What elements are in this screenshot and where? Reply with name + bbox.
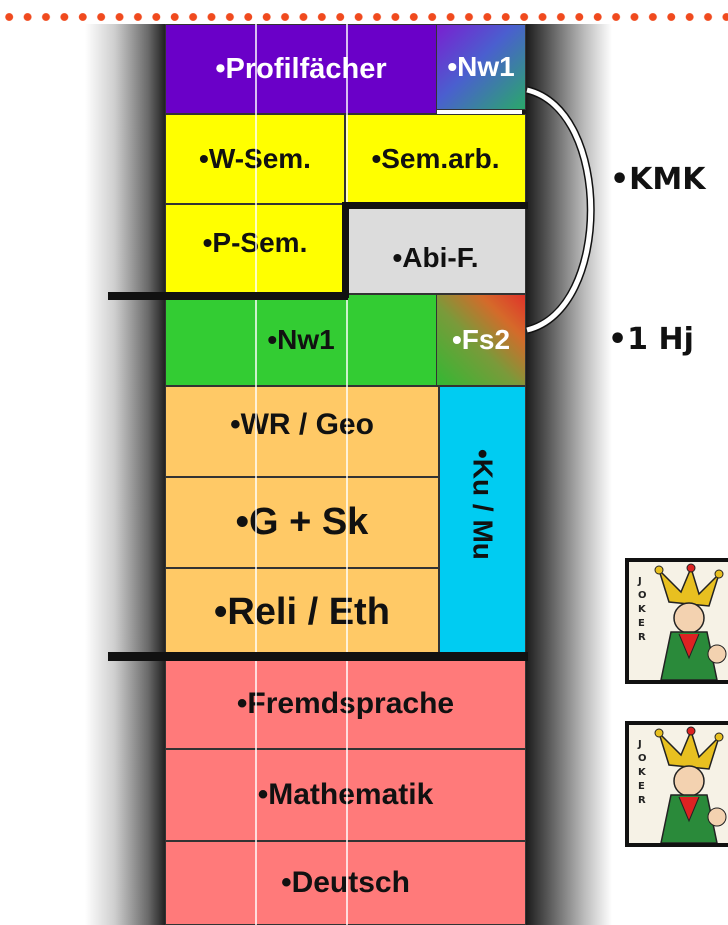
sem-arb-cell: •Sem.arb.	[345, 114, 526, 204]
fs2-cell: •Fs2	[436, 294, 526, 386]
svg-text:J: J	[637, 739, 642, 750]
left-shadow	[85, 24, 169, 925]
joker-icon: J O K E R	[637, 726, 727, 843]
separator-line	[108, 292, 348, 300]
guide-line	[255, 24, 257, 925]
svg-text:K: K	[638, 767, 647, 778]
kmk-label: •KMK	[610, 162, 706, 197]
ku-mu-label: •Ku / Mu	[467, 449, 499, 560]
svg-text:E: E	[638, 781, 645, 792]
joker-card: J O K E R	[625, 558, 728, 684]
fremdsprache-cell: •Fremdsprache	[165, 659, 526, 749]
wr-geo-cell: •WR / Geo	[165, 386, 439, 477]
profilfaecher-cell: •Profilfächer	[165, 24, 437, 114]
hj-label: •1 Hj	[608, 322, 694, 357]
joker-icon: J O K E R	[637, 563, 727, 680]
deutsch-cell: •Deutsch	[165, 841, 526, 925]
guide-line	[346, 24, 348, 925]
dotted-border	[0, 10, 728, 24]
svg-text:R: R	[638, 632, 646, 643]
svg-text:K: K	[638, 604, 647, 615]
separator-line	[108, 652, 528, 661]
ku-mu-cell: •Ku / Mu	[439, 386, 526, 654]
g-sk-cell: •G + Sk	[165, 477, 439, 568]
svg-text:R: R	[638, 795, 646, 806]
step-line-horizontal	[342, 202, 528, 209]
abi-f-cell: •Abi-F.	[345, 204, 526, 294]
joker-card: J O K E R	[625, 721, 728, 847]
svg-text:O: O	[638, 753, 647, 764]
nw1-top-cell: •Nw1	[436, 24, 526, 110]
svg-text:J: J	[637, 576, 642, 587]
step-line-vertical	[342, 202, 349, 298]
nw1-cell: •Nw1	[165, 294, 437, 386]
mathematik-cell: •Mathematik	[165, 749, 526, 841]
right-shadow	[522, 24, 612, 925]
reli-eth-cell: •Reli / Eth	[165, 568, 439, 656]
svg-text:O: O	[638, 590, 647, 601]
svg-text:E: E	[638, 618, 645, 629]
